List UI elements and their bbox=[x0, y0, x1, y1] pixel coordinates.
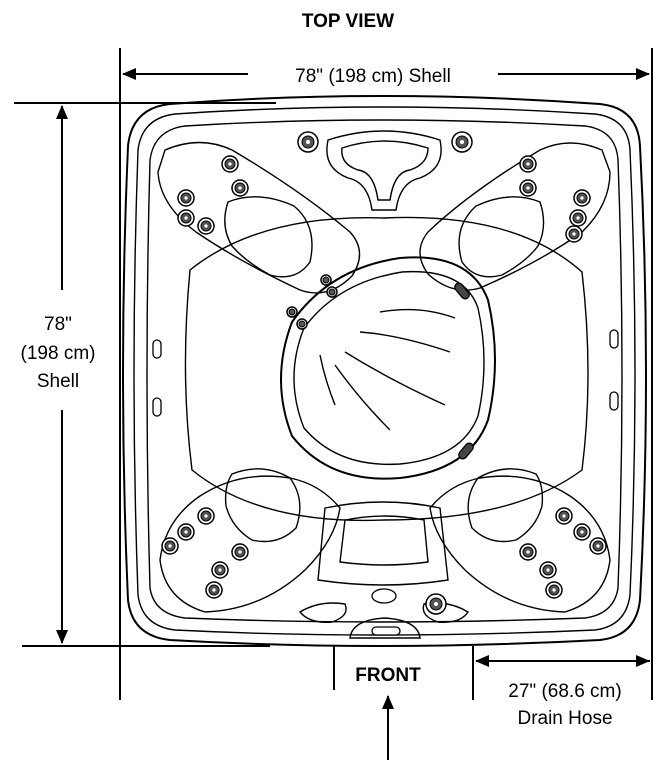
jet bbox=[519, 543, 537, 561]
seat-bottom-right-cup bbox=[467, 468, 544, 543]
seat-top-left-cup bbox=[224, 196, 313, 278]
shell-outer-edge bbox=[122, 95, 647, 647]
jet bbox=[231, 543, 249, 561]
center-groove-3 bbox=[344, 351, 446, 406]
jet bbox=[231, 179, 249, 197]
center-mound-inner bbox=[293, 270, 485, 466]
jet bbox=[197, 507, 215, 525]
jet bbox=[297, 131, 319, 153]
front-indicator: FRONT bbox=[333, 646, 421, 760]
jet bbox=[565, 225, 583, 243]
width-label: 78" (198 cm) Shell bbox=[295, 66, 451, 87]
seat-bottom-right bbox=[429, 475, 611, 613]
side-light-left-1 bbox=[152, 339, 162, 359]
height-label-line3: Shell bbox=[37, 371, 79, 392]
top-pillow-inner bbox=[341, 140, 429, 201]
seat-front-bench bbox=[317, 501, 449, 586]
drain-hose-dimension: 27" (68.6 cm) Drain Hose bbox=[472, 646, 650, 729]
center-light-top bbox=[454, 282, 470, 300]
seat-top-right-cup bbox=[458, 196, 545, 278]
jet bbox=[519, 155, 537, 173]
footwell-outline bbox=[184, 216, 589, 522]
jet bbox=[569, 209, 587, 227]
height-label-line2: (198 cm) bbox=[21, 343, 96, 364]
spa-shell bbox=[122, 95, 647, 647]
jet bbox=[589, 537, 607, 555]
top-pillow-outer bbox=[326, 130, 442, 211]
shell-rim-line-2 bbox=[146, 119, 623, 623]
diagram-title: TOP VIEW bbox=[302, 11, 394, 32]
jet bbox=[320, 274, 332, 286]
height-label-line1: 78" bbox=[44, 314, 72, 335]
seat-bottom-left-cup bbox=[224, 468, 301, 543]
side-light-right-2 bbox=[609, 391, 619, 411]
jet bbox=[573, 523, 591, 541]
filter-cover bbox=[371, 588, 397, 604]
center-groove-2 bbox=[359, 331, 451, 353]
drain-label-line2: Drain Hose bbox=[517, 708, 612, 729]
center-groove-4 bbox=[334, 364, 391, 431]
jet bbox=[296, 318, 308, 330]
jet bbox=[205, 581, 223, 599]
jet bbox=[326, 286, 338, 298]
control-panel bbox=[371, 626, 401, 636]
jet bbox=[177, 189, 195, 207]
jet bbox=[555, 507, 573, 525]
jet bbox=[286, 306, 298, 318]
top-pillow bbox=[326, 130, 442, 211]
center-groove-5 bbox=[319, 354, 336, 406]
center-mound-outer bbox=[280, 256, 496, 480]
shell-rim-line-1 bbox=[133, 106, 636, 636]
center-light-bottom bbox=[458, 442, 474, 460]
jet bbox=[573, 189, 591, 207]
jets bbox=[161, 131, 607, 615]
jet bbox=[451, 131, 473, 153]
height-dimension: 78" (198 cm) Shell bbox=[14, 102, 276, 647]
jet bbox=[177, 523, 195, 541]
spa-seats bbox=[157, 141, 611, 613]
jet bbox=[177, 209, 195, 227]
jet bbox=[519, 179, 537, 197]
control-panel-housing bbox=[349, 617, 421, 639]
drain-label-line1: 27" (68.6 cm) bbox=[508, 681, 621, 702]
front-label: FRONT bbox=[355, 665, 421, 686]
seat-bottom-left bbox=[159, 475, 341, 613]
seat-top-left bbox=[157, 141, 361, 294]
side-details bbox=[152, 282, 619, 460]
jet bbox=[211, 561, 229, 579]
side-light-right-1 bbox=[609, 329, 619, 349]
control-area bbox=[298, 588, 469, 639]
jet bbox=[197, 217, 215, 235]
front-step-left bbox=[298, 602, 347, 623]
jet bbox=[425, 593, 447, 615]
width-dimension: 78" (198 cm) Shell bbox=[119, 48, 653, 700]
jet bbox=[545, 581, 563, 599]
jet bbox=[161, 537, 179, 555]
seat-front-bench-inner bbox=[339, 515, 429, 566]
front-step-right bbox=[422, 602, 469, 623]
jet bbox=[221, 155, 239, 173]
jet bbox=[539, 561, 557, 579]
side-light-left-2 bbox=[152, 397, 162, 417]
center-groove-1 bbox=[379, 308, 456, 319]
center-mound bbox=[280, 256, 496, 480]
